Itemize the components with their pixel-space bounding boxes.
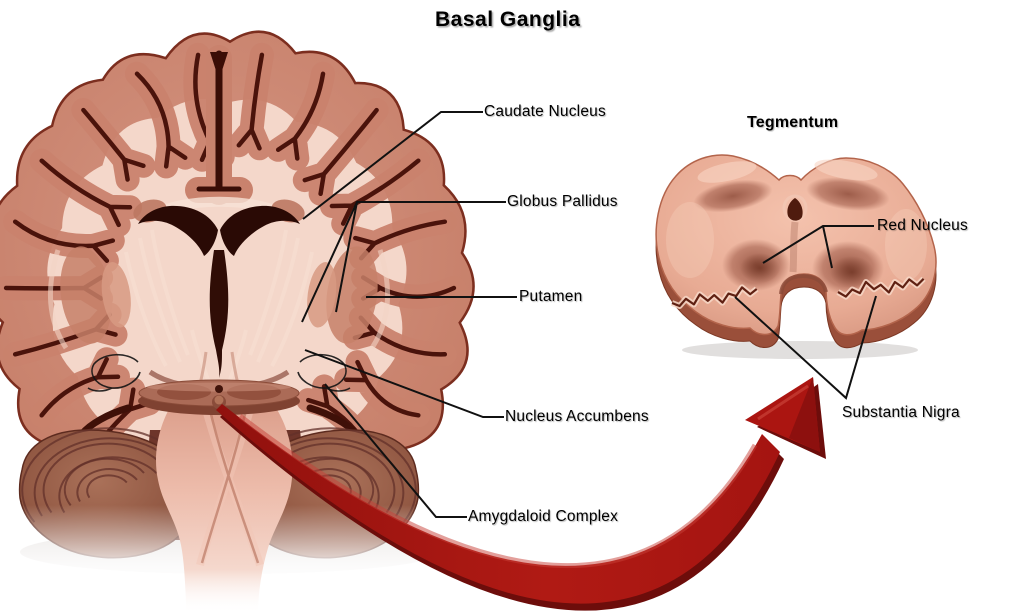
- tegmentum-section: [655, 154, 937, 359]
- substantia-nigra-band: [837, 278, 925, 298]
- external-capsule: [369, 249, 390, 350]
- lateral-ventricle-left: [138, 205, 218, 256]
- diagram-title: Basal Ganglia: [435, 8, 581, 31]
- third-ventricle: [209, 250, 229, 378]
- cerebellum-folia: [42, 442, 166, 514]
- caudate-nucleus-leader-line: [302, 111, 483, 220]
- colliculus-depression-right: [806, 177, 890, 211]
- label-tegmentum: Tegmentum: [747, 114, 839, 131]
- arrow-head-facet: [789, 377, 820, 452]
- substantia-nigra-leader-line: [734, 295, 877, 400]
- lobe-sheen-left: [666, 202, 714, 278]
- label-caudate-nucleus: Caudate Nucleus: [484, 103, 606, 120]
- globus-pallidus-leader-line: [301, 201, 506, 323]
- lateral-ventricle-right: [220, 205, 300, 256]
- amygdaloid-complex-leader-line: [324, 383, 467, 518]
- red-nucleus-leader-line: [762, 225, 874, 269]
- lobe-sheen-right: [885, 209, 927, 281]
- bump-highlight-left: [697, 161, 757, 183]
- median-groove: [789, 221, 799, 273]
- arrow-shaft-highlight: [238, 414, 758, 569]
- cerebellum-folia: [76, 468, 138, 503]
- cerebellum-folia: [86, 474, 128, 499]
- red-nucleus-core-left: [740, 253, 780, 283]
- red-nucleus-core-right: [830, 256, 874, 288]
- label-putamen: Putamen: [519, 288, 583, 305]
- interpeduncular-fossa-shading: [779, 273, 828, 295]
- label-nucleus-accumbens: Nucleus Accumbens: [505, 408, 649, 425]
- cerebellum-folia: [33, 437, 176, 517]
- putamen-body: [326, 246, 378, 344]
- label-globus-pallidus: Globus Pallidus: [507, 193, 618, 210]
- projection-arrow: [216, 377, 826, 611]
- deep-structures: [50, 45, 390, 438]
- arrow-head-highlight: [757, 384, 809, 421]
- globus-pallidus-body: [307, 262, 337, 328]
- label-amygdaloid-complex: Amygdaloid Complex: [468, 508, 619, 525]
- label-substantia-nigra: Substantia Nigra: [842, 404, 960, 421]
- cerebral-aqueduct: [787, 198, 803, 221]
- cerebellum-folia: [58, 456, 158, 514]
- fissure-top-notch: [210, 52, 228, 80]
- aqueduct-dot: [215, 385, 223, 393]
- bump-highlight-right: [814, 159, 878, 181]
- colliculus-depression-left: [693, 179, 773, 213]
- notch-knob: [214, 395, 224, 405]
- internal-capsule-fibers: [226, 229, 314, 387]
- cerebellum-folia: [21, 427, 181, 523]
- leader-lines: [301, 111, 877, 518]
- nucleus-accumbens-leader-line: [304, 349, 504, 418]
- substantia-nigra-band: [671, 286, 758, 308]
- midbrain-disc: [138, 379, 300, 415]
- substantia-nigra-bands: [670, 276, 926, 309]
- label-red-nucleus: Red Nucleus: [877, 217, 968, 234]
